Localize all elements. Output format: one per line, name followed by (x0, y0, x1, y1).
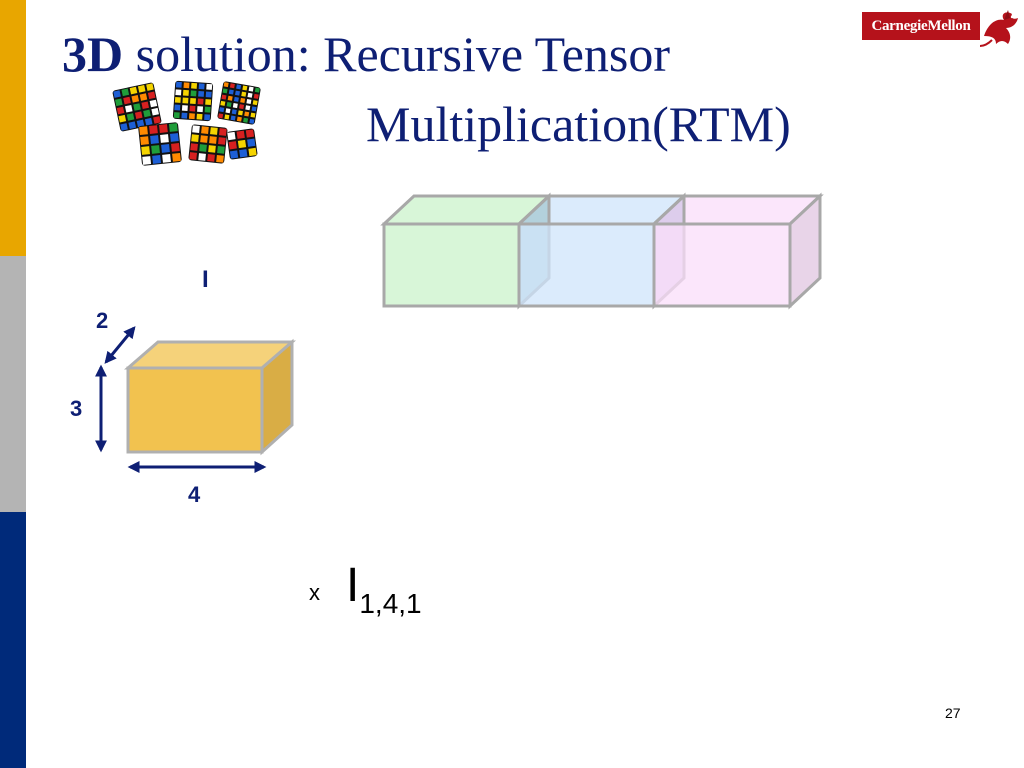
dim-width-label: 4 (188, 482, 201, 507)
rubiks-cube-3 (217, 81, 261, 125)
side-bar-blue (0, 512, 26, 768)
tensor-name: I (346, 559, 360, 612)
rubiks-cubes-icon (112, 80, 261, 166)
depth-arrow (104, 326, 136, 364)
logo-wordmark: CarnegieMellon (862, 12, 980, 40)
slide-title-line2: Multiplication(RTM) (366, 96, 791, 152)
title-rest: solution: Recursive Tensor (123, 26, 671, 82)
slice-pink (650, 192, 824, 310)
cmu-logo: CarnegieMellon (862, 6, 1022, 50)
title-bold: 3D (62, 26, 124, 82)
dragon-icon (979, 10, 1018, 47)
dim-height-label: 3 (70, 396, 83, 421)
slide-title: 3D solution: Recursive Tensor (62, 22, 670, 86)
multiply-operator: x (309, 580, 320, 605)
tensor-subscript: 1,4,1 (359, 588, 422, 619)
rubiks-cube-6 (226, 128, 258, 160)
tensor-label: I (202, 266, 209, 293)
tensor-expression: I1,4,1 (346, 558, 422, 619)
dim-depth-label: 2 (96, 308, 109, 333)
page-number: 27 (945, 705, 961, 721)
rubiks-cube-1 (112, 82, 162, 132)
rubiks-cube-4 (138, 122, 182, 166)
side-bar-gray (0, 256, 26, 512)
slice-green (380, 194, 553, 308)
rubiks-cube-2 (172, 80, 214, 122)
rubiks-cube-5 (188, 124, 228, 164)
tensor-box-front (126, 366, 264, 454)
tensor-box (123, 338, 297, 456)
side-bar-gold (0, 0, 26, 256)
